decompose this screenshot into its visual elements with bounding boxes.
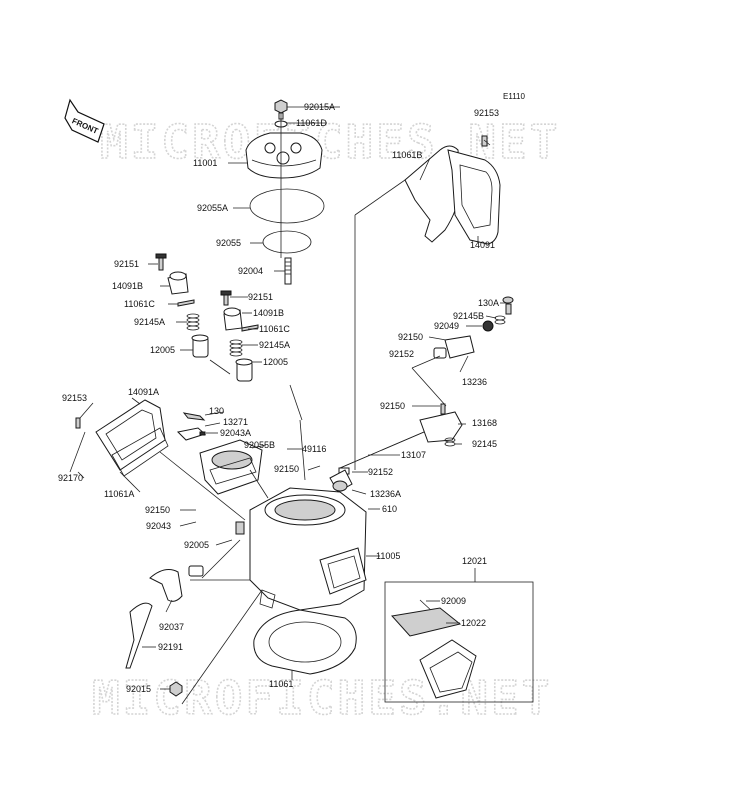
label-11061B-top: 11061B [392, 150, 422, 160]
figure-code: E1110 [503, 92, 525, 101]
exhaust-cover-assembly [404, 135, 501, 245]
label-92151-left: 92151 [114, 259, 139, 269]
label-92170: 92170 [58, 473, 83, 483]
label-49116: 49116 [302, 444, 326, 454]
power-valve-middle [220, 290, 259, 382]
part-labels: 92015A 11061D 92153 11001 11061B 92055A … [58, 102, 499, 694]
watermark-bottom: MICROFICHES.NET [92, 671, 552, 725]
label-92004: 92004 [238, 266, 263, 276]
watermark-top: MICROFICHES.NET [100, 115, 560, 169]
label-14091A: 14091A [128, 387, 159, 397]
label-130A: 130A [478, 298, 499, 308]
label-13271: 13271 [223, 417, 248, 427]
label-92191: 92191 [158, 642, 183, 652]
label-13168: 13168 [472, 418, 497, 428]
label-14091B-left: 14091B [112, 281, 143, 291]
label-12022: 12022 [461, 618, 486, 628]
label-11061D: 11061D [296, 118, 327, 128]
label-92055A: 92055A [197, 203, 228, 213]
valve-linkage-left [176, 412, 207, 441]
label-13107: 13107 [401, 450, 426, 460]
label-14091-top: 14091 [470, 240, 495, 250]
label-14091B-mid: 14091B [253, 308, 284, 318]
front-arrow-icon: FRONT [64, 98, 105, 143]
left-cover-assembly [69, 399, 169, 477]
label-92015: 92015 [126, 684, 151, 694]
cylinder-head-assembly [245, 99, 325, 285]
label-12005-left: 12005 [150, 345, 175, 355]
label-12021: 12021 [462, 556, 487, 566]
label-92049: 92049 [434, 321, 459, 331]
base-gasket [253, 609, 357, 675]
label-92005: 92005 [184, 540, 209, 550]
power-valve-right [419, 296, 514, 447]
label-92150-r2: 92150 [380, 401, 405, 411]
label-92055: 92055 [216, 238, 241, 248]
label-92151-mid: 92151 [248, 292, 273, 302]
label-92043: 92043 [146, 521, 171, 531]
label-92152-c: 92152 [368, 467, 393, 477]
label-11005: 11005 [376, 551, 400, 561]
label-13236A: 13236A [370, 489, 401, 499]
label-92152-r1: 92152 [389, 349, 414, 359]
label-11061A: 11061A [104, 489, 134, 499]
label-92145B: 92145B [453, 311, 484, 321]
label-92150-c: 92150 [274, 464, 299, 474]
reed-valve-box [384, 581, 534, 703]
label-92145: 92145 [472, 439, 497, 449]
cylinder-block [235, 487, 367, 611]
power-valve-left [155, 253, 209, 358]
label-11061C-mid: 11061C [259, 324, 290, 334]
label-92145A-mid: 92145A [259, 340, 290, 350]
label-92043A: 92043A [220, 428, 251, 438]
label-92153-left: 92153 [62, 393, 87, 403]
label-12005-mid: 12005 [263, 357, 288, 367]
label-130: 130 [209, 406, 224, 416]
leader-lines [77, 106, 508, 705]
label-11001: 11001 [193, 158, 217, 168]
label-92150-l: 92150 [145, 505, 170, 515]
label-11061C-left: 11061C [124, 299, 155, 309]
label-610: 610 [382, 504, 397, 514]
label-92037: 92037 [159, 622, 184, 632]
label-92055B: 92055B [244, 440, 275, 450]
label-92150-r1: 92150 [398, 332, 423, 342]
label-92009: 92009 [441, 596, 466, 606]
label-13236: 13236 [462, 377, 487, 387]
lower-left-parts [125, 565, 204, 697]
label-92145A-left: 92145A [134, 317, 165, 327]
label-92153-top: 92153 [474, 108, 499, 118]
label-92015A: 92015A [304, 102, 335, 112]
piston-assembly [199, 439, 263, 495]
label-11061-bot: 11061 [269, 679, 293, 689]
valve-rod [329, 431, 425, 493]
